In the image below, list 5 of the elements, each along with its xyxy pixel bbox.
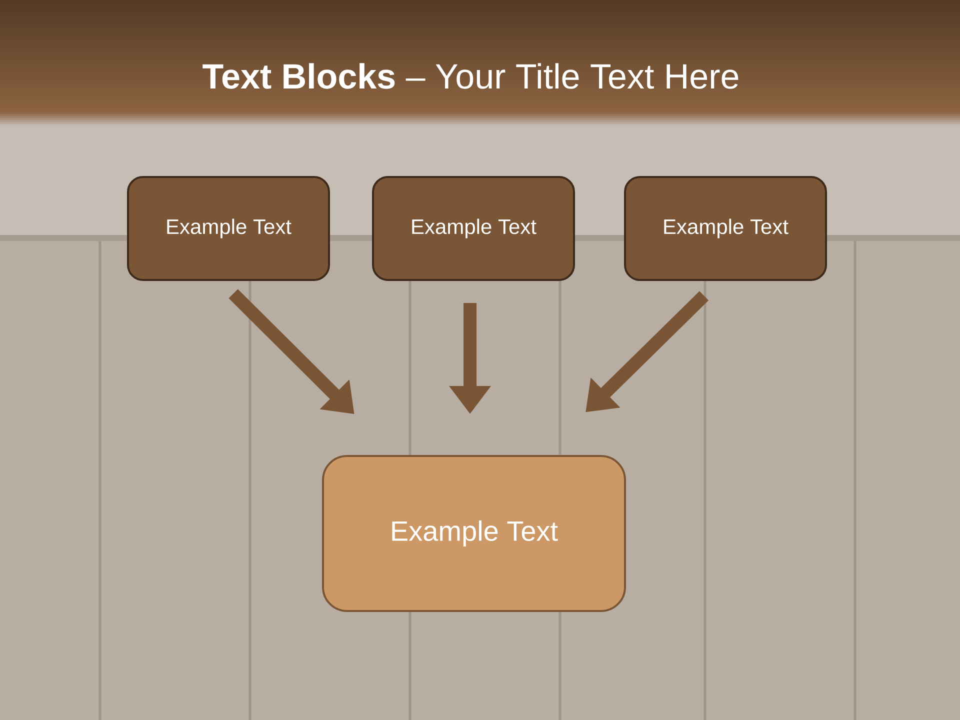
process-box: Example Text — [322, 455, 626, 612]
process-box: Example Text — [372, 176, 575, 281]
process-box: Example Text — [127, 176, 330, 281]
title: Text Blocks – Your Title Text Here — [202, 63, 738, 89]
process-box: Example Text — [624, 176, 828, 281]
